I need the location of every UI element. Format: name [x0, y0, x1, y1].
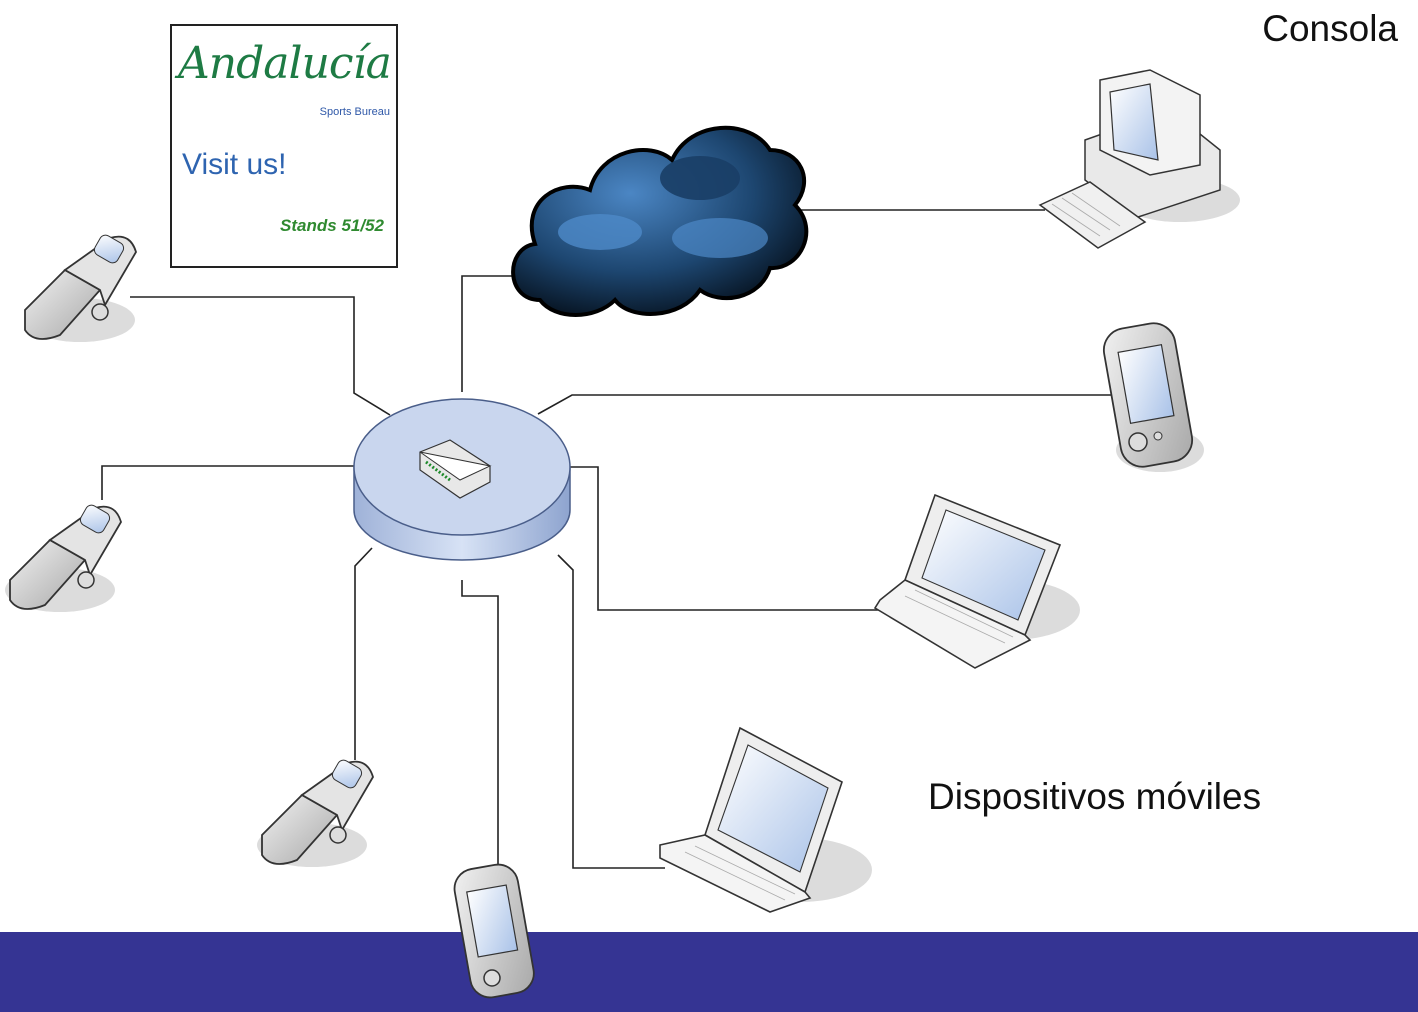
- desktop-computer-icon: [1038, 69, 1240, 249]
- mobile-phone-icon: [5, 504, 122, 612]
- footer-bar: [0, 932, 1418, 1012]
- link-pda-bottom: [461, 580, 499, 870]
- connection-lines: [101, 209, 1118, 870]
- link-laptop-right: [568, 466, 880, 611]
- link-laptop-bottom: [557, 554, 665, 869]
- link-phone-mid: [101, 465, 357, 500]
- brand-logo-text: Andalucía: [178, 38, 392, 89]
- laptop-icon: [873, 493, 1080, 669]
- cloud-icon: [511, 125, 809, 317]
- pda-icon: [1102, 322, 1204, 472]
- stands-text: Stands 51/52: [280, 216, 384, 235]
- pda-icon: [453, 863, 535, 999]
- link-phone-bottom: [354, 547, 373, 760]
- visit-text: Visit us!: [182, 148, 287, 181]
- mobile-phone-icon: [24, 234, 137, 342]
- console-label: Consola: [1262, 8, 1398, 49]
- brand-subtitle: Sports Bureau: [319, 106, 390, 118]
- link-pda-right: [537, 394, 1118, 415]
- mobile-phone-icon: [257, 759, 374, 867]
- link-phone-top: [130, 296, 391, 416]
- laptop-icon: [659, 726, 872, 913]
- link-cloud: [461, 275, 530, 392]
- mobile-devices-label: Dispositivos móviles: [928, 776, 1262, 817]
- router-hub-icon: [353, 398, 571, 561]
- sponsor-banner: Andalucía Sports Bureau Visit us! Stands…: [170, 24, 398, 268]
